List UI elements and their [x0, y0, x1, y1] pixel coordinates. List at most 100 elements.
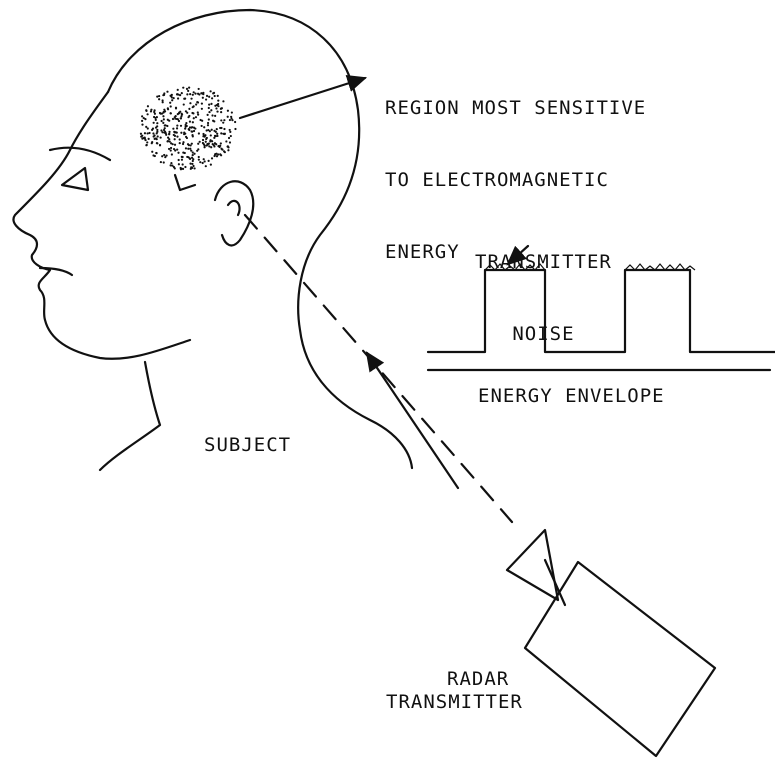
stipple-dot [182, 141, 185, 144]
stipple-dot [214, 152, 217, 156]
stipple-dot [219, 153, 222, 156]
stipple-dot [194, 92, 197, 95]
stipple-dot [199, 161, 202, 164]
stipple-dot [142, 116, 145, 120]
stipple-dot [161, 101, 164, 104]
stipple-dot [183, 131, 186, 134]
stipple-dot [170, 142, 173, 145]
stipple-dot [186, 143, 190, 146]
envelope-label: ENERGY ENVELOPE [478, 385, 665, 407]
stipple-dot [191, 159, 194, 163]
stipple-dot [192, 91, 195, 94]
stipple-dot [158, 143, 162, 147]
stipple-dot [203, 160, 206, 163]
stipple-dot [177, 158, 180, 162]
stipple-dot [184, 97, 187, 100]
stipple-dot [166, 107, 169, 110]
stipple-dot [210, 157, 214, 160]
stipple-dot [188, 114, 191, 118]
stipple-dot [204, 140, 207, 143]
stipple-dot [167, 147, 171, 151]
ear [173, 173, 255, 247]
stipple-dot [198, 140, 201, 143]
stipple-dot [153, 154, 156, 158]
stipple-dot [143, 132, 147, 135]
stipple-dot [192, 126, 196, 129]
stipple-dot [222, 121, 225, 124]
region-label-line1: REGION MOST SENSITIVE [385, 97, 647, 119]
stipple-dot [184, 110, 188, 113]
stipple-dot [170, 161, 173, 165]
stipple-dot [168, 140, 171, 143]
stipple-dot [153, 137, 156, 140]
stipple-dot [191, 130, 194, 133]
stipple-dot [205, 94, 209, 97]
stipple-dot [190, 156, 194, 159]
stipple-dot [208, 95, 211, 98]
stipple-dot [208, 103, 211, 106]
stipple-dot [211, 140, 214, 143]
stipple-dot [146, 127, 149, 130]
stipple-dot [160, 119, 163, 123]
stipple-dot [176, 135, 179, 138]
stipple-dot [175, 131, 178, 134]
stipple-dot [186, 111, 189, 114]
stipple-dot [169, 105, 172, 108]
stipple-dot [223, 119, 226, 122]
stipple-dot [175, 117, 179, 121]
stipple-dot [176, 97, 180, 100]
region-label: REGION MOST SENSITIVE TO ELECTROMAGNETIC… [385, 48, 646, 288]
stipple-dot [163, 108, 166, 111]
region-arrow [238, 74, 368, 120]
stipple-dot [177, 163, 180, 166]
stipple-dot [191, 162, 194, 166]
stipple-dot [156, 95, 159, 98]
stipple-dot [196, 149, 199, 152]
stipple-dot [190, 149, 193, 152]
stipple-dot [201, 161, 204, 165]
stipple-dot [146, 105, 150, 108]
stipple-dot [210, 109, 213, 112]
stipple-dot [197, 132, 200, 135]
region-label-line3: ENERGY [385, 241, 460, 263]
stipple-dot [210, 102, 213, 105]
stipple-dot [153, 134, 156, 137]
stipple-dot [202, 132, 205, 136]
stipple-dot [223, 127, 226, 131]
stipple-dot [166, 136, 170, 139]
stipple-dot [223, 132, 226, 135]
stipple-dot [145, 125, 148, 128]
stipple-dot [192, 112, 195, 115]
stipple-dot [192, 129, 196, 133]
stipple-dot [170, 153, 173, 156]
radar-transmitter [505, 528, 717, 758]
stipple-dot [216, 94, 219, 97]
stipple-dot [192, 105, 195, 108]
stipple-dot [209, 163, 212, 166]
stipple-dot [172, 127, 175, 130]
stipple-dot [178, 142, 181, 145]
stipple-dot [184, 165, 187, 169]
stipple-dot [180, 158, 184, 161]
stipple-dot [163, 92, 166, 95]
stipple-dot [197, 158, 200, 161]
stipple-dot [215, 128, 218, 131]
stipple-dot [193, 167, 196, 170]
stipple-dot [216, 134, 219, 138]
stipple-dot [212, 143, 215, 147]
stipple-dot [231, 119, 234, 122]
stipple-dot [156, 128, 159, 131]
stipple-dot [168, 138, 171, 141]
stipple-dot [149, 110, 153, 113]
stipple-dot [234, 120, 237, 124]
stipple-dot [217, 153, 220, 156]
stipple-dot [225, 140, 228, 143]
stipple-dot [166, 90, 169, 93]
stipple-dot [172, 133, 175, 137]
stipple-dot [201, 96, 204, 99]
stipple-dot [148, 131, 151, 135]
stipple-dot [166, 124, 169, 128]
stipple-dot [208, 110, 211, 114]
stipple-dot [159, 160, 162, 164]
